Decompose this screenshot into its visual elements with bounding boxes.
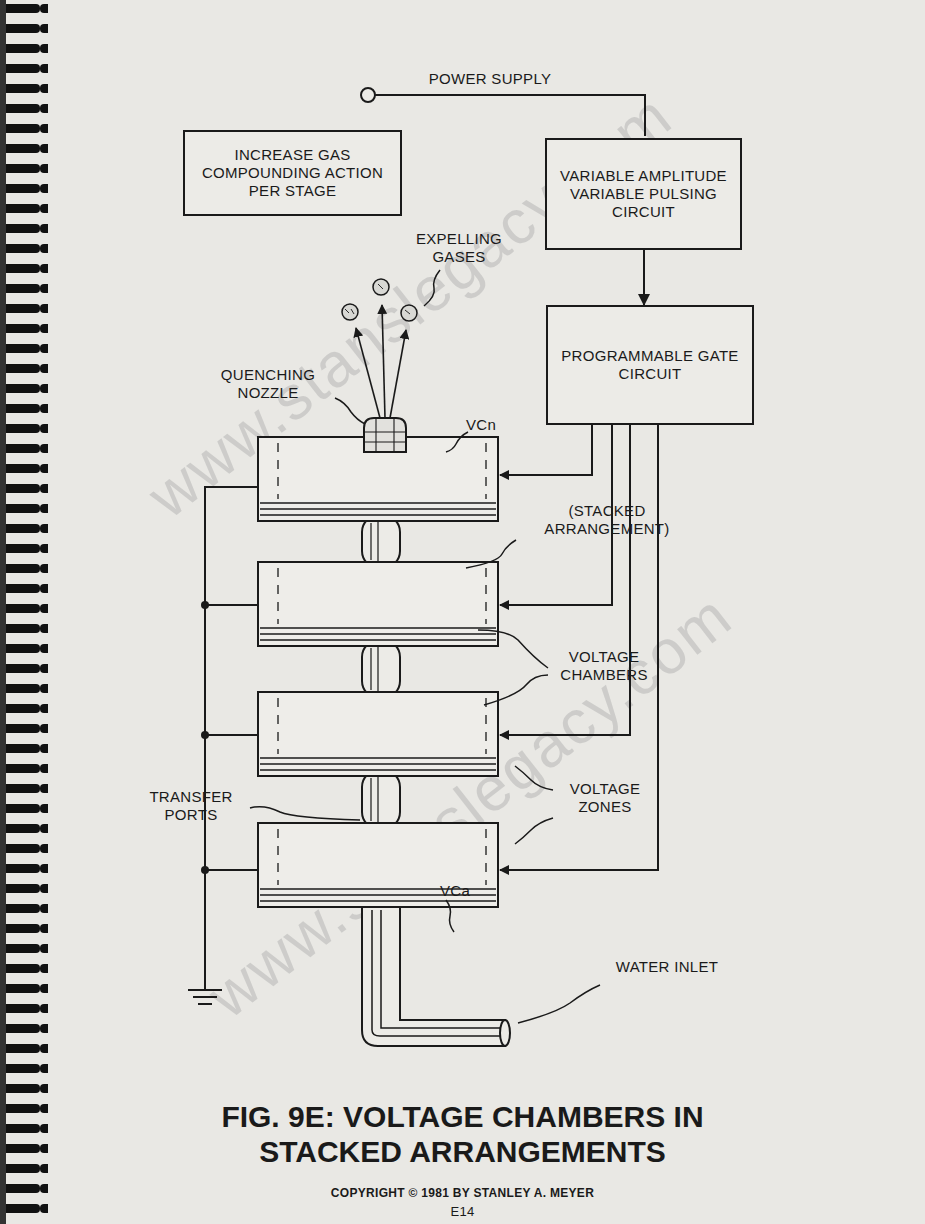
gas-bubbles [342, 279, 417, 321]
chamber-callout: VCa [440, 882, 480, 900]
terminal [361, 88, 375, 102]
process-box: VARIABLE AMPLITUDE VARIABLE PULSING CIRC… [545, 138, 742, 250]
page-number: E14 [0, 1204, 925, 1220]
transfer-port [362, 770, 400, 829]
quenching-nozzle [364, 418, 406, 452]
supply-wire [375, 95, 645, 136]
part-label: VOLTAGE ZONES [552, 780, 658, 816]
part-label: (STACKED ARRANGEMENT) [512, 502, 702, 538]
nozzle-label: QUENCHING NOZZLE [200, 366, 336, 402]
transfer-port [362, 515, 400, 568]
gas-label: EXPELLING GASES [398, 230, 520, 266]
part-label: WATER INLET [572, 958, 762, 976]
junction-dot [201, 601, 209, 609]
signal-arrow [643, 250, 645, 305]
water-inlet-pipe [362, 905, 510, 1046]
gas-arrows [356, 305, 406, 418]
binding-edge [0, 0, 6, 1224]
figure-title: FIG. 9E: VOLTAGE CHAMBERS IN STACKED ARR… [0, 1100, 925, 1169]
transfer-port [362, 640, 400, 698]
gate-wire [500, 425, 592, 475]
box-text: VARIABLE AMPLITUDE VARIABLE PULSING CIRC… [555, 167, 732, 221]
copyright-note: COPYRIGHT © 1981 BY STANLEY A. MEYER [0, 1186, 925, 1200]
ground-taps [205, 605, 258, 870]
part-label: TRANSFER PORTS [130, 788, 252, 824]
chamber-callout: VCn [466, 416, 510, 434]
voltage-chamber [258, 692, 498, 776]
process-box: INCREASE GAS COMPOUNDING ACTION PER STAG… [183, 130, 402, 216]
process-box: PROGRAMMABLE GATE CIRCUIT [546, 305, 754, 425]
voltage-chamber [258, 823, 498, 907]
box-text: INCREASE GAS COMPOUNDING ACTION PER STAG… [193, 146, 392, 200]
box-text: PROGRAMMABLE GATE CIRCUIT [556, 347, 744, 383]
spiral-binding [0, 0, 48, 1224]
junction-dot [201, 731, 209, 739]
gate-wire [500, 425, 658, 870]
voltage-chamber [258, 562, 498, 646]
ground-wire [205, 487, 258, 990]
supply-label: POWER SUPPLY [400, 70, 580, 88]
ground-symbol [188, 990, 222, 1004]
junction-dot [201, 866, 209, 874]
part-label: VOLTAGE CHAMBERS [548, 648, 660, 684]
gate-wire [500, 425, 630, 735]
